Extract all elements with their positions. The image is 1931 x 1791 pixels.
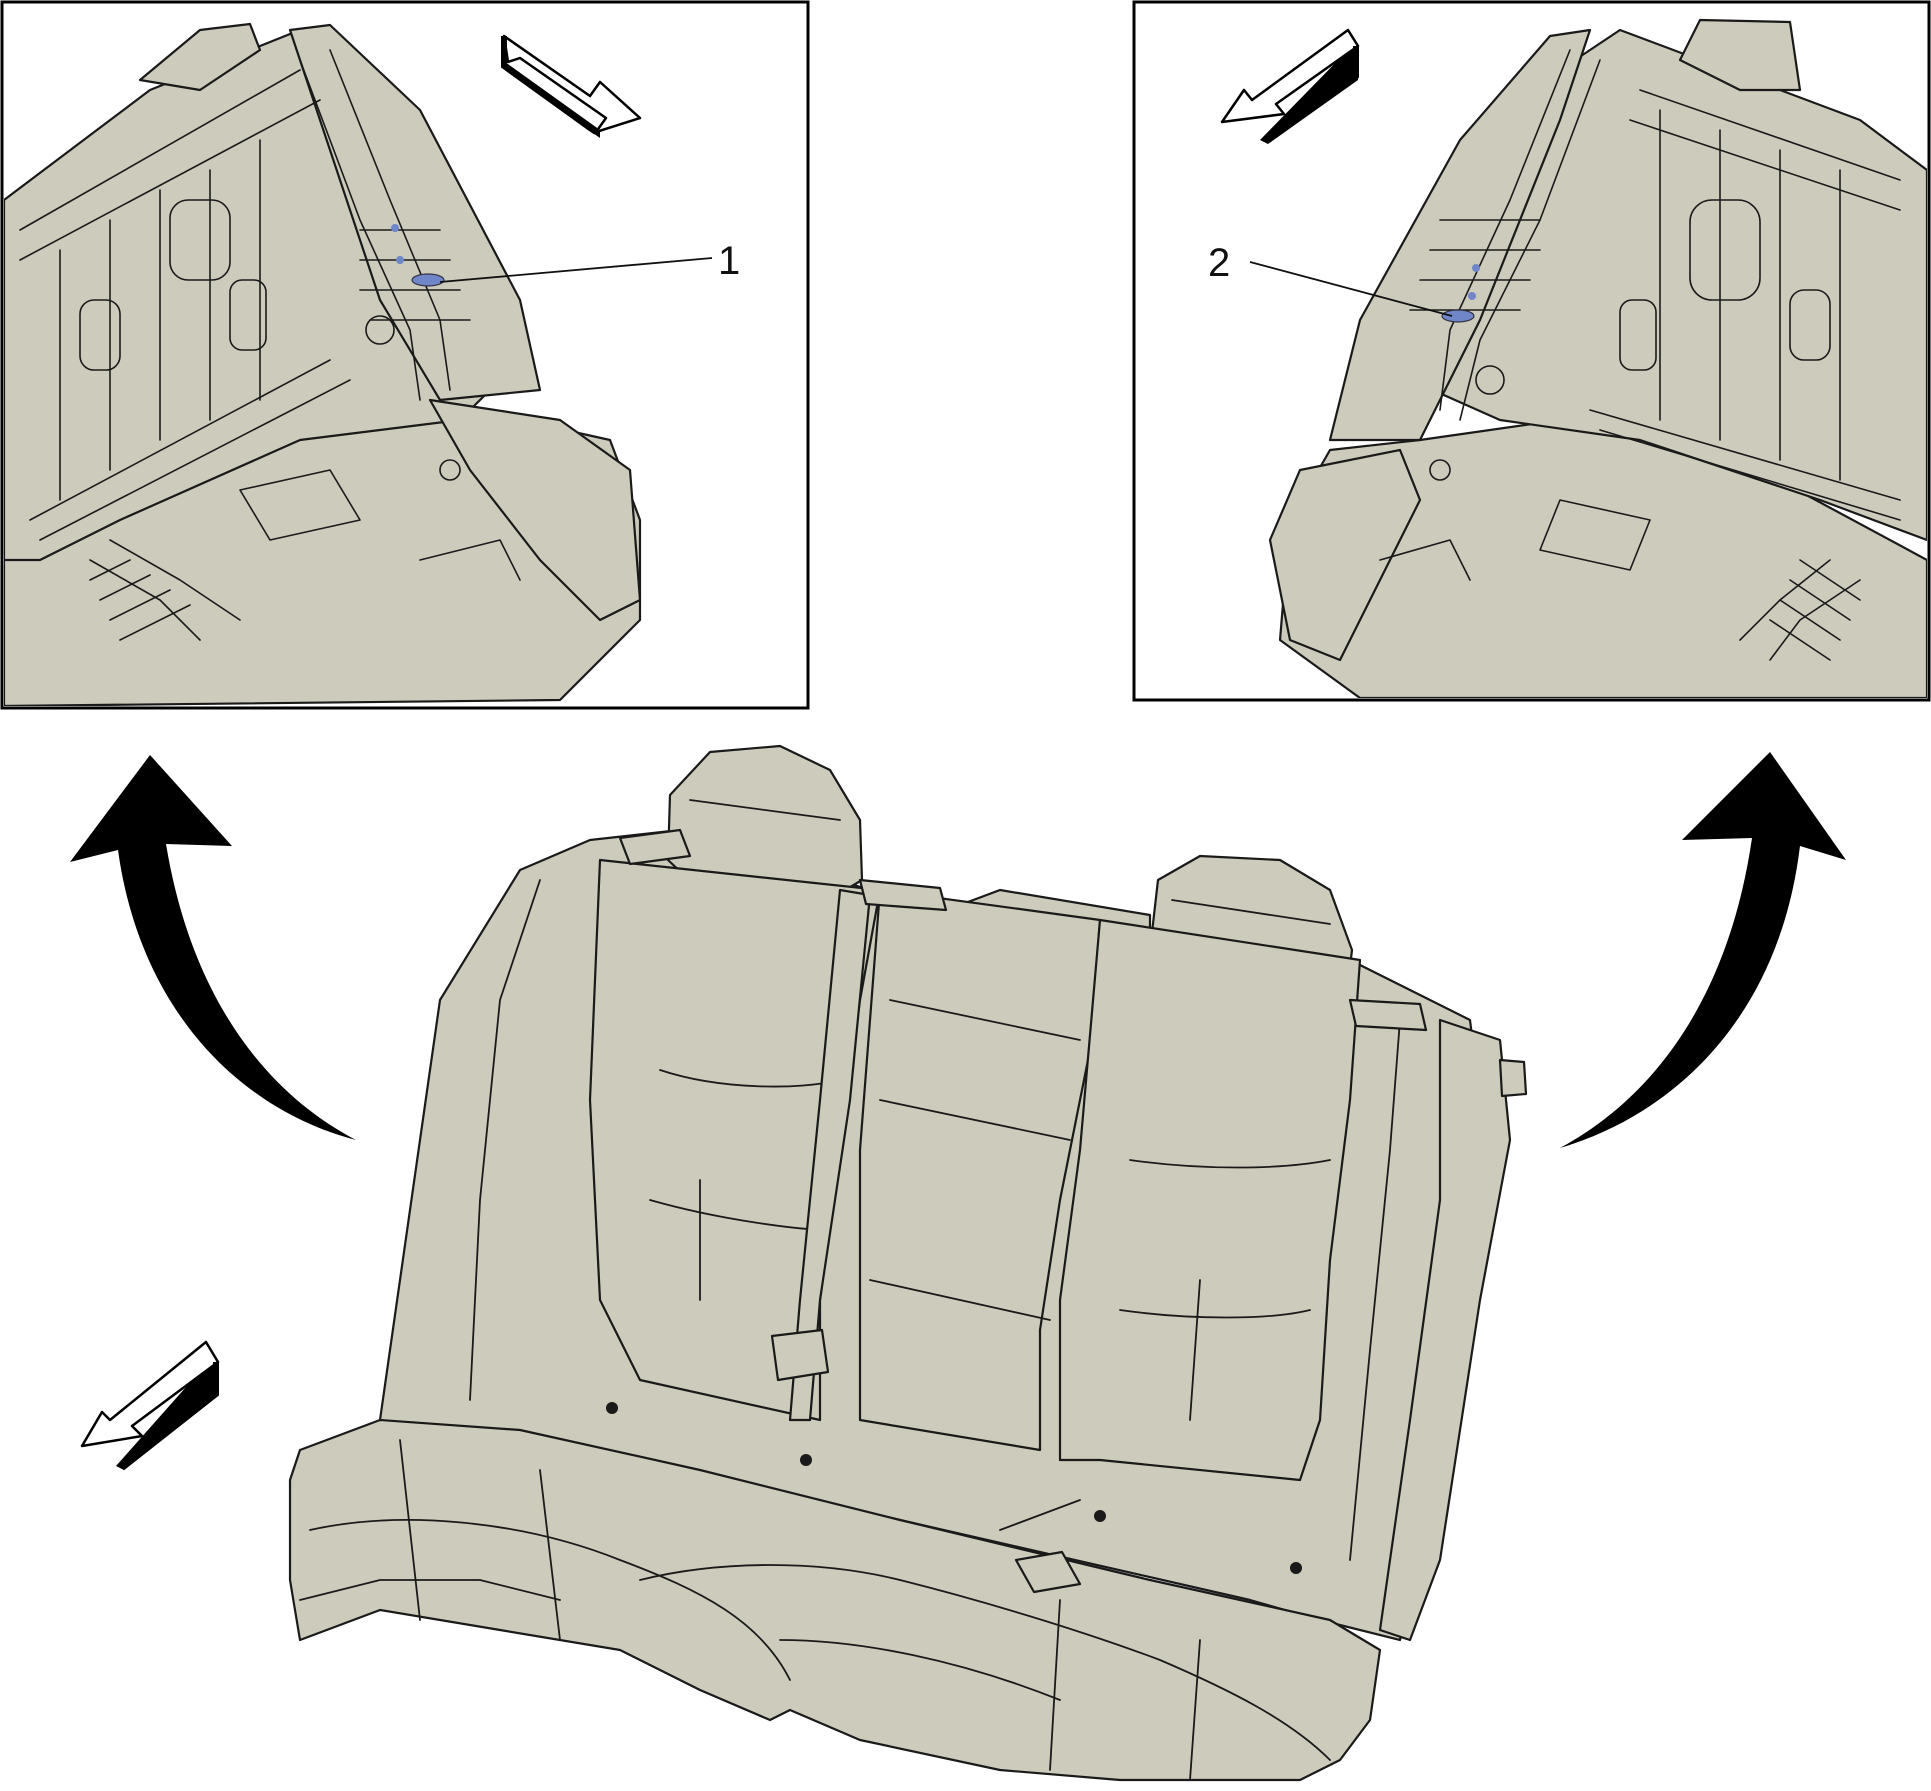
- callout-2-leader: [1249, 261, 1453, 317]
- right-bolster-lower: [1268, 448, 1422, 662]
- cushion-belt-buckle: [1014, 1550, 1082, 1594]
- left-headrest: [138, 22, 262, 92]
- fastener-1-dot-lower: [396, 256, 404, 264]
- right-headrest: [1678, 18, 1802, 92]
- seatback-release-latch: [1498, 1058, 1528, 1098]
- anchor-center-right: [1094, 1510, 1106, 1522]
- anchor-center-left: [800, 1454, 812, 1466]
- fastener-1-highlight: [411, 273, 445, 287]
- center-seatbelt: [788, 888, 872, 1422]
- seat-cushion-seams: [299, 1439, 1331, 1781]
- callout-1-label: 1: [718, 239, 740, 283]
- seat-cushion: [288, 1418, 1382, 1782]
- seatbelt-buckle: [770, 1328, 830, 1382]
- right-bolster: [1328, 28, 1592, 442]
- curved-arrow-up-right-icon: [1560, 752, 1846, 1148]
- left-detail-inset: 1: [0, 0, 810, 710]
- left-belt-bezel: [618, 828, 692, 866]
- callout-2-label: 2: [1208, 241, 1230, 285]
- left-bolster: [288, 23, 542, 402]
- anchor-right: [1290, 1562, 1302, 1574]
- right-belt-bezel: [1348, 998, 1428, 1032]
- lower-direction-arrow-icon: [80, 1340, 220, 1471]
- curved-arrow-up-left-icon: [70, 755, 356, 1140]
- callout-1-leader: [439, 257, 713, 283]
- left-bolster-lower: [428, 398, 642, 622]
- fastener-2-highlight: [1441, 309, 1475, 323]
- right-seatback-cushion: [1058, 918, 1362, 1482]
- fastener-2-dot-lower: [1468, 292, 1476, 300]
- right-inset-direction-arrow-icon: [1220, 28, 1360, 144]
- center-belt-bezel: [858, 878, 948, 912]
- left-inset-direction-arrow-icon: [501, 34, 642, 138]
- right-detail-inset: 2: [1132, 0, 1931, 702]
- fastener-1-dot: [391, 224, 399, 232]
- fastener-2-dot: [1472, 264, 1480, 272]
- rear-seat-assembly: [288, 744, 1528, 1782]
- left-frame-details: [19, 49, 521, 641]
- seatback-seams: [469, 879, 1401, 1561]
- anchor-left: [606, 1402, 618, 1414]
